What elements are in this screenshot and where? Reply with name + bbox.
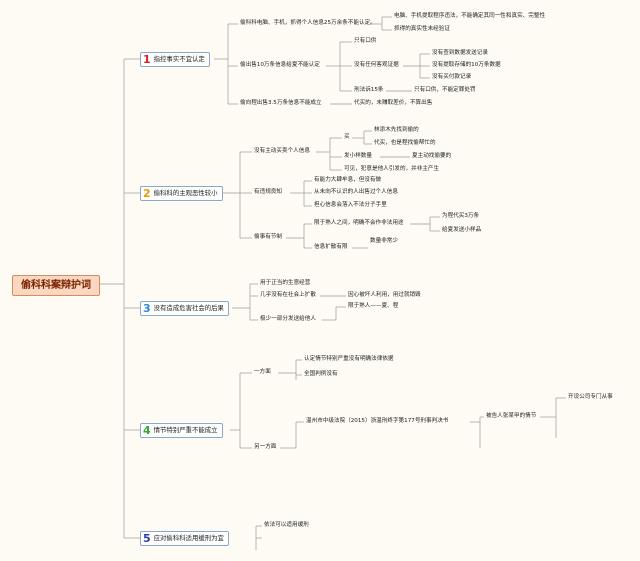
b2-node-c2: 信息扩散有限	[314, 244, 348, 250]
b1-node-b2: 没有任何客观证据	[354, 62, 399, 68]
b1-node-b3: 刑法诉15条	[354, 87, 384, 93]
b2-node-c: 偷事有节制	[254, 234, 282, 240]
b2-node-c11: 为程代买3万条	[442, 213, 480, 219]
branch-2-label: 偷科科的主观恶性较小	[153, 189, 218, 197]
branch-5-label: 应对偷科科适用缓刑为宜	[153, 534, 224, 542]
branch-4-number: 4	[143, 424, 151, 437]
b2-node-b3: 担心信息会落入不法分子手里	[314, 202, 387, 208]
b2-node-c12: 给夏发送小样品	[442, 227, 482, 233]
b3-node-b1: 因心被坏人利用，用过就销毁	[348, 292, 421, 298]
b2-node-a2: 发小样数量	[344, 153, 372, 159]
b2-node-a21: 夏主动找偷要的	[412, 153, 452, 159]
b1-node-b21: 没有查到数据发送记录	[432, 50, 488, 56]
b4-node-b11: 被告人张某甲的情节	[486, 413, 537, 419]
b2-node-b2: 从未向不认识的人出售过个人信息	[314, 189, 398, 195]
branch-1-number: 1	[143, 53, 151, 66]
b2-node-a3: 可见，犯意是他人引发的，并非主产生	[344, 166, 440, 172]
branch-2-number: 2	[143, 187, 151, 200]
b1-node-b: 偷出售10万条信息给夏不能认定	[240, 62, 320, 68]
b1-node-b31: 只有口供，不能定罪处罚	[414, 87, 476, 93]
b2-node-a: 没有主动买卖个人信息	[254, 148, 310, 154]
b1-node-a1: 电脑、手机提取程序违法，不能确定其同一性和真实、完整性	[394, 13, 546, 19]
b3-node-c1: 限于熟人——夏、程	[348, 303, 399, 309]
b2-node-a12: 代买，也是程找偷帮忙的	[374, 140, 436, 146]
branch-5-number: 5	[143, 532, 151, 545]
b4-node-a1: 认定情节特别严重没有明确法律依据	[304, 356, 394, 362]
b1-node-b22: 没有提取存储的10万条数据	[432, 62, 501, 68]
b3-node-b: 几乎没有在社会上扩散	[260, 292, 316, 298]
b1-node-b23: 没有买付款记录	[432, 74, 472, 80]
branch-4-label: 情节特别严重不能成立	[153, 426, 218, 434]
branch-3-number: 3	[143, 302, 151, 315]
b2-node-b1: 有能力大肆牟息，但没有做	[314, 177, 382, 183]
b2-node-a1: 买	[344, 134, 350, 140]
b1-node-c: 偷向程出售3.5万条信息不能成立	[240, 100, 322, 106]
b2-node-b: 有违规良知	[254, 189, 282, 195]
b1-node-b1: 只有口供	[354, 38, 377, 44]
b3-node-c: 极少一部分发送给他人	[260, 316, 316, 322]
branch-1-label: 指控事实不宜认定	[153, 55, 205, 63]
b2-node-a11: 林添木先找到偷的	[374, 127, 419, 133]
branch-3-label: 没有造成危害社会的后果	[153, 304, 224, 312]
b2-node-c1: 限于熟人之间，明确不会作非法用途	[314, 220, 404, 226]
b1-node-c1: 代买的，未赚取差价，不算出售	[354, 100, 433, 106]
b3-node-a: 用于正当的生意经营	[260, 280, 311, 286]
b5-node-a: 依法可以适用缓刑	[264, 522, 309, 528]
b1-node-a2: 抓得的真实性未经验证	[394, 26, 450, 32]
root-topic: 偷科科案辩护词	[12, 275, 100, 296]
b4-node-b1: 温州市中级法院（2015）浙温刑终字第177号刑事判决书	[306, 418, 449, 424]
b4-node-a2: 全国判例没有	[304, 371, 338, 377]
b2-node-c21: 数量非常少	[370, 238, 398, 244]
b1-node-a: 偷科科电脑、手机，抓得个人信息25万余条不能认定。	[240, 20, 376, 26]
b4-node-b: 另一方面	[254, 444, 277, 450]
b4-node-b111: 开设公司专门从事	[568, 394, 613, 400]
b4-node-a: 一方面	[254, 369, 271, 375]
